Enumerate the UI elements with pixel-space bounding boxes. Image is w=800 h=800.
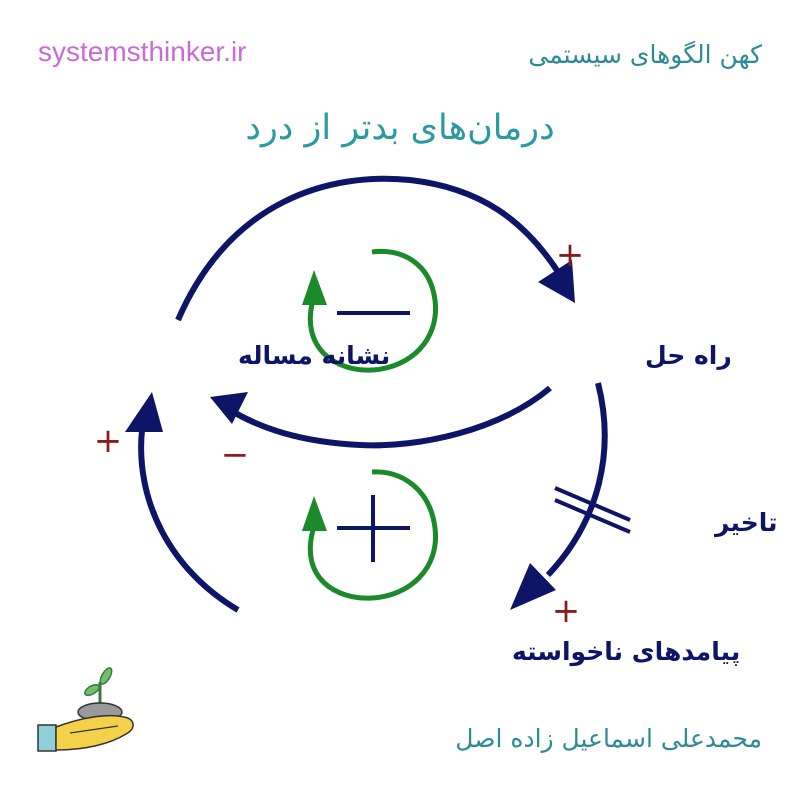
polarity-solution-to-consequences: + bbox=[552, 591, 581, 631]
author-name: محمدعلی اسماعیل زاده اصل bbox=[455, 724, 762, 753]
polarity-solution-to-symptom: − bbox=[221, 435, 250, 475]
delay-mark bbox=[554, 486, 631, 534]
arrowhead-icon bbox=[125, 392, 163, 432]
page-title: درمان‌های بدتر از درد bbox=[245, 108, 555, 148]
balancing-loop bbox=[302, 248, 439, 373]
series-title: کهن الگوهای سیستمی bbox=[528, 40, 762, 69]
node-consequences: پیامدهای ناخواسته bbox=[512, 637, 740, 667]
arrowhead-icon bbox=[510, 563, 556, 610]
reinforcing-loop bbox=[302, 469, 439, 601]
delay-label: تاخیر bbox=[713, 508, 778, 538]
link-symptom-to-solution bbox=[175, 175, 575, 322]
link-consequences-to-symptom bbox=[125, 392, 240, 613]
loop-arrowhead-icon bbox=[302, 496, 327, 531]
site-url[interactable]: systemsthinker.ir bbox=[38, 36, 247, 67]
hand-with-sprout-icon bbox=[37, 667, 134, 752]
loop-arrowhead-icon bbox=[302, 270, 327, 305]
node-symptom: نشانه مساله bbox=[238, 341, 390, 370]
arrowhead-icon bbox=[210, 392, 248, 424]
arrowhead-icon bbox=[538, 260, 575, 303]
node-solution: راه حل bbox=[645, 341, 732, 370]
polarity-consequences-to-symptom: + bbox=[94, 421, 123, 461]
link-solution-to-symptom bbox=[210, 385, 552, 449]
polarity-symptom-to-solution: + bbox=[556, 235, 585, 275]
link-solution-to-consequences bbox=[510, 382, 631, 610]
